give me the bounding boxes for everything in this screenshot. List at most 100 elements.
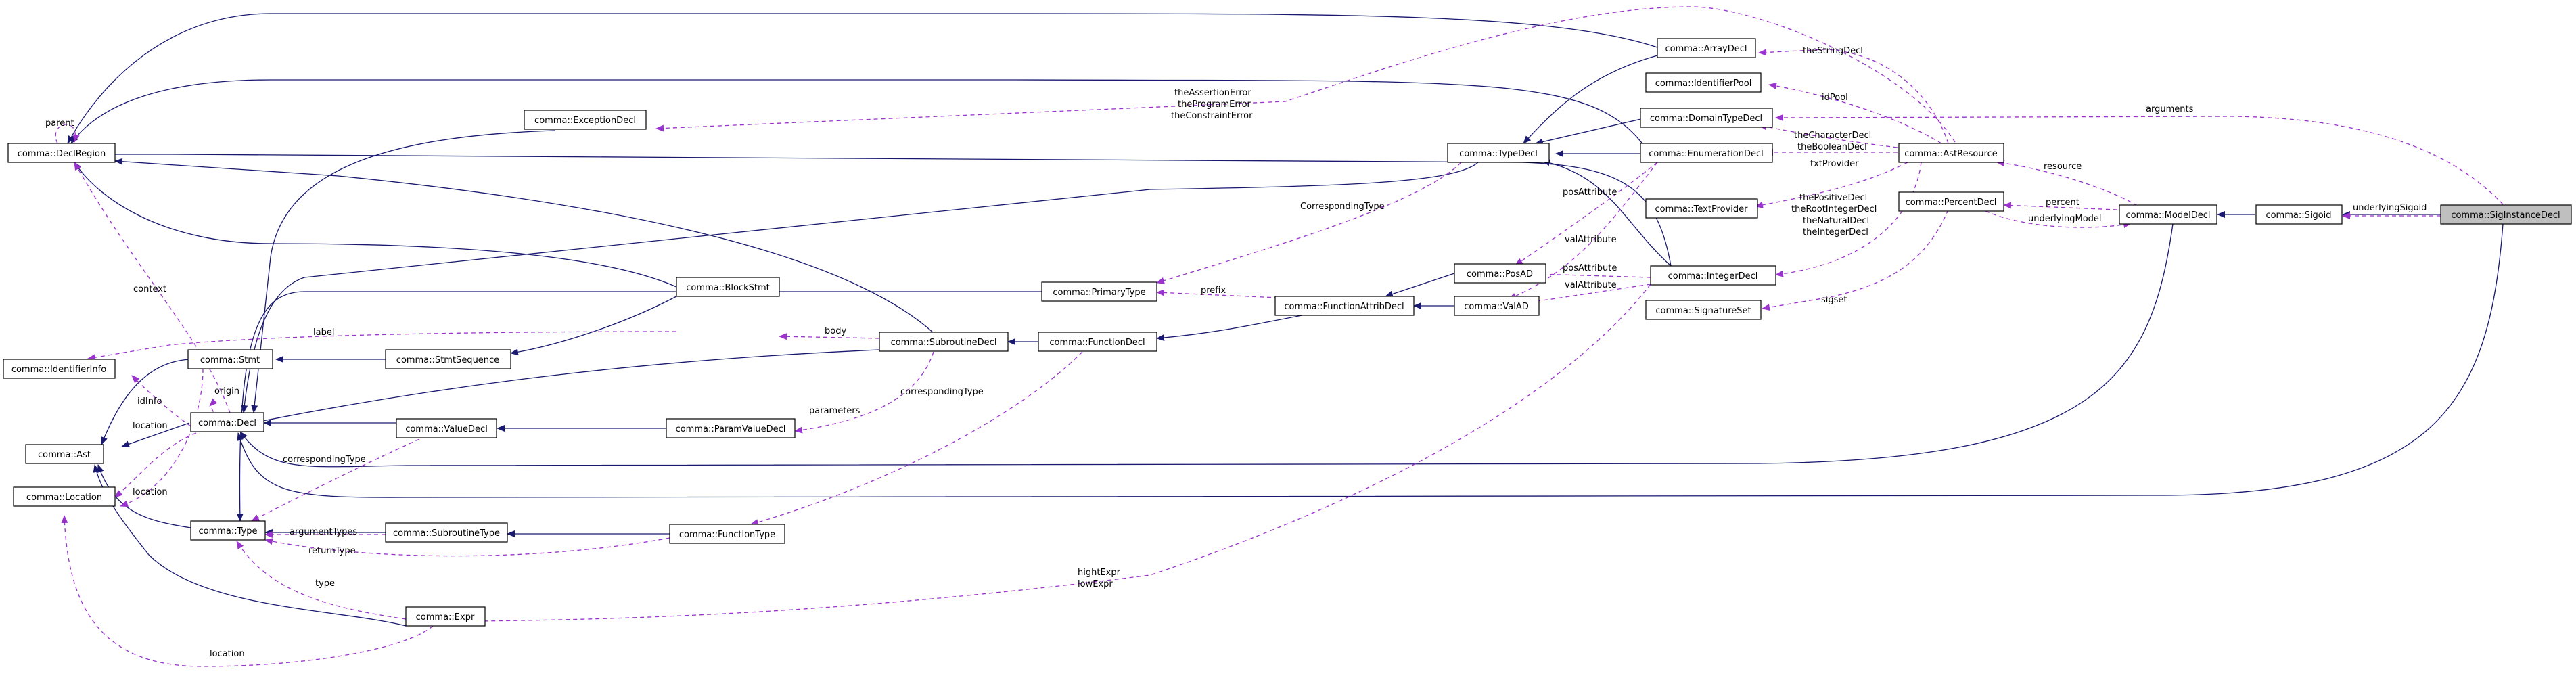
node-label: comma::PrimaryType [1053, 288, 1145, 298]
node-label: comma::BlockStmt [686, 283, 769, 293]
label-correspondingtype-value: correspondingType [283, 455, 366, 465]
node-identifierpool[interactable]: comma::IdentifierPool [1645, 72, 1762, 93]
label-sigset: sigset [1821, 295, 1847, 305]
label-prefix: prefix [1201, 286, 1226, 296]
node-ast[interactable]: comma::Ast [25, 444, 104, 464]
node-functionattribdecl[interactable]: comma::FunctionAttribDecl [1274, 296, 1414, 316]
node-enumerationdecl[interactable]: comma::EnumerationDecl [1640, 143, 1773, 163]
node-functiontype[interactable]: comma::FunctionType [669, 524, 785, 544]
label-lowexpr: lowExpr [1078, 579, 1113, 589]
edge-use-valattribute-enum [1508, 162, 1658, 300]
node-expr[interactable]: comma::Expr [405, 606, 486, 627]
edge-inherit-blockstmt-stmtsequence [510, 296, 677, 356]
label-theprogramerror: theProgramError [1178, 99, 1251, 110]
node-typedecl[interactable]: comma::TypeDecl [1447, 143, 1550, 163]
node-siginstancedecl[interactable]: comma::SigInstanceDecl [2440, 204, 2572, 225]
edge-use-prefix [1156, 289, 1279, 298]
edge-use-idinfo [131, 375, 191, 427]
node-label: comma::DomainTypeDecl [1650, 114, 1762, 124]
node-percentdecl[interactable]: comma::PercentDecl [1898, 191, 2004, 212]
node-label: comma::IntegerDecl [1668, 271, 1758, 281]
node-decl[interactable]: comma::Decl [190, 412, 264, 432]
node-label: comma::Ast [38, 450, 91, 460]
node-astresource[interactable]: comma::AstResource [1898, 143, 2004, 163]
usage-edges [55, 6, 2504, 667]
edge-use-underlyingmodel [1985, 210, 2132, 229]
inheritance-edges [67, 13, 2504, 627]
node-subroutinetype[interactable]: comma::SubroutineType [385, 522, 508, 543]
node-valad[interactable]: comma::ValAD [1454, 296, 1540, 316]
node-modeldecl[interactable]: comma::ModelDecl [2119, 204, 2217, 225]
node-label: comma::ValAD [1464, 302, 1529, 312]
label-origin: origin [214, 386, 239, 396]
edge-use-origin [209, 398, 224, 424]
label-thebooleandecl: theBooleanDecl [1797, 142, 1867, 152]
edge-inherit-enumerationdecl-declregion [70, 79, 1644, 146]
edge-use-correspondingtype-type [251, 432, 434, 522]
label-underlyingmodel: underlyingModel [2028, 214, 2102, 224]
label-hightexpr: hightExpr [1078, 568, 1121, 578]
edge-use-context [74, 162, 231, 413]
node-exceptiondecl[interactable]: comma::ExceptionDecl [524, 110, 647, 130]
node-stmt[interactable]: comma::Stmt [187, 349, 273, 369]
edge-inherit-typedecl-decl [241, 162, 1479, 413]
edge-use-arguments [1775, 114, 2504, 205]
node-declregion[interactable]: comma::DeclRegion [7, 143, 116, 163]
label-arguments: arguments [2146, 104, 2194, 114]
label-valattribute-2: valAttribute [1565, 280, 1617, 290]
label-theintegerdecl: theIntegerDecl [1803, 227, 1868, 237]
edge-use-parent [55, 124, 80, 144]
label-thenaturaldecl: theNaturalDecl [1803, 216, 1869, 226]
label-idpool: idPool [1822, 93, 1848, 103]
node-signatureset[interactable]: comma::SignatureSet [1645, 300, 1762, 320]
node-label: comma::SigInstanceDecl [2451, 210, 2560, 221]
edge-use-type [236, 541, 407, 620]
node-identifierinfo[interactable]: comma::IdentifierInfo [3, 359, 116, 379]
node-blockstmt[interactable]: comma::BlockStmt [676, 277, 780, 297]
node-stmtsequence[interactable]: comma::StmtSequence [385, 349, 511, 369]
edge-use-posattribute-enum [1515, 162, 1658, 266]
label-posattribute-2: posAttribute [1563, 263, 1617, 273]
node-label: comma::ExceptionDecl [534, 116, 636, 126]
node-location[interactable]: comma::Location [13, 486, 116, 507]
node-primarytype[interactable]: comma::PrimaryType [1041, 281, 1157, 302]
edge-inherit-modeldecl-decl [239, 223, 2174, 468]
node-label: comma::StmtSequence [396, 355, 499, 365]
node-paramvaluedecl[interactable]: comma::ParamValueDecl [666, 418, 796, 438]
edge-use-integerdecls [1775, 162, 1922, 277]
label-parent: parent [45, 118, 74, 129]
edge-inherit-domaintypedecl-typedecl [1535, 118, 1644, 145]
node-label: comma::TypeDecl [1459, 149, 1538, 159]
node-arraydecl[interactable]: comma::ArrayDecl [1657, 38, 1756, 58]
node-integerdecl[interactable]: comma::IntegerDecl [1650, 265, 1776, 286]
edge-inherit-siginstancedecl-decl [237, 223, 2504, 498]
node-label: comma::EnumerationDecl [1649, 149, 1764, 159]
label-label: label [313, 327, 334, 338]
node-functiondecl[interactable]: comma::FunctionDecl [1038, 332, 1157, 352]
node-sigoid[interactable]: comma::Sigoid [2255, 204, 2343, 225]
node-subroutinedecl[interactable]: comma::SubroutineDecl [879, 332, 1009, 352]
edge-inherit-posad-functionattribdecl [1385, 273, 1455, 298]
node-label: comma::SubroutineType [393, 528, 500, 539]
label-percent: percent [2046, 198, 2079, 208]
label-location-decl: location [133, 421, 168, 431]
label-correspondingtype-upper: CorrespondingType [1300, 202, 1385, 212]
edge-inherit-primarytype-type [236, 291, 1042, 522]
edge-inherit-integerdecl-declregion [102, 151, 1672, 267]
label-location-expr: location [210, 649, 245, 659]
node-type[interactable]: comma::Type [190, 520, 266, 541]
node-label: comma::PosAD [1467, 269, 1533, 279]
node-valuedecl[interactable]: comma::ValueDecl [396, 418, 497, 438]
label-returntype: returnType [308, 546, 356, 556]
node-label: comma::FunctionType [679, 530, 775, 540]
node-label: comma::ValueDecl [405, 424, 488, 434]
node-domaintypedecl[interactable]: comma::DomainTypeDecl [1640, 108, 1773, 128]
node-label: comma::ArrayDecl [1665, 44, 1747, 54]
edge-use-idpool [1768, 82, 1942, 144]
node-posad[interactable]: comma::PosAD [1454, 263, 1546, 284]
node-label: comma::Type [198, 526, 257, 537]
node-label: comma::IdentifierInfo [12, 365, 106, 375]
edge-inherit-subroutinedecl-decl [252, 349, 880, 425]
label-type: type [315, 579, 335, 589]
node-textprovider[interactable]: comma::TextProvider [1645, 198, 1758, 219]
